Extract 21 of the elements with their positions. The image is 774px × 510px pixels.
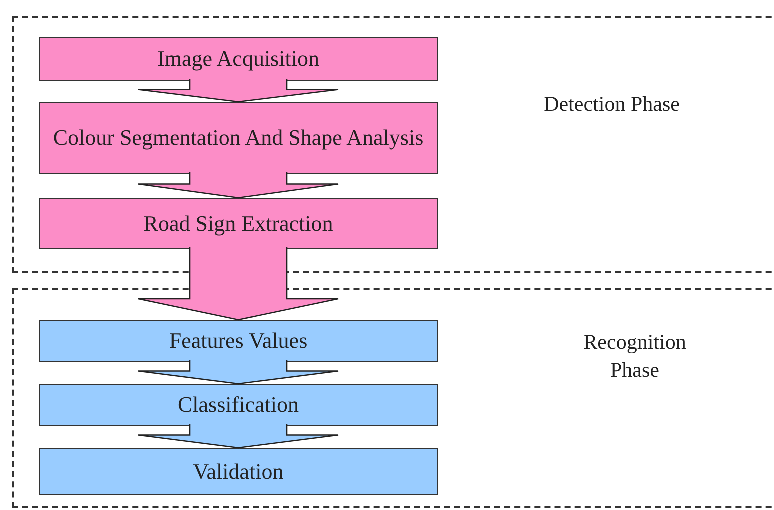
block-arrow [138,172,340,199]
process-label: Road Sign Extraction [144,210,334,238]
block-arrow [138,78,340,103]
process-label: Features Values [169,327,308,355]
process-box [39,102,438,174]
block-arrow [138,246,340,321]
phase-label: Recognition Phase [582,329,688,384]
process-box [39,320,438,362]
block-arrow [138,360,340,385]
phase-label: Detection Phase [543,91,681,118]
process-box [39,384,438,426]
phase-region [12,16,774,273]
process-label: Validation [193,458,284,486]
block-arrow [138,424,340,449]
process-label: Classification [178,391,299,419]
process-label: Image Acquisition [158,45,320,73]
process-box [39,198,438,249]
process-box [39,37,438,81]
phase-region [12,288,774,508]
process-label: Colour Segmentation And Shape Analysis [53,124,424,152]
process-box [39,448,438,495]
